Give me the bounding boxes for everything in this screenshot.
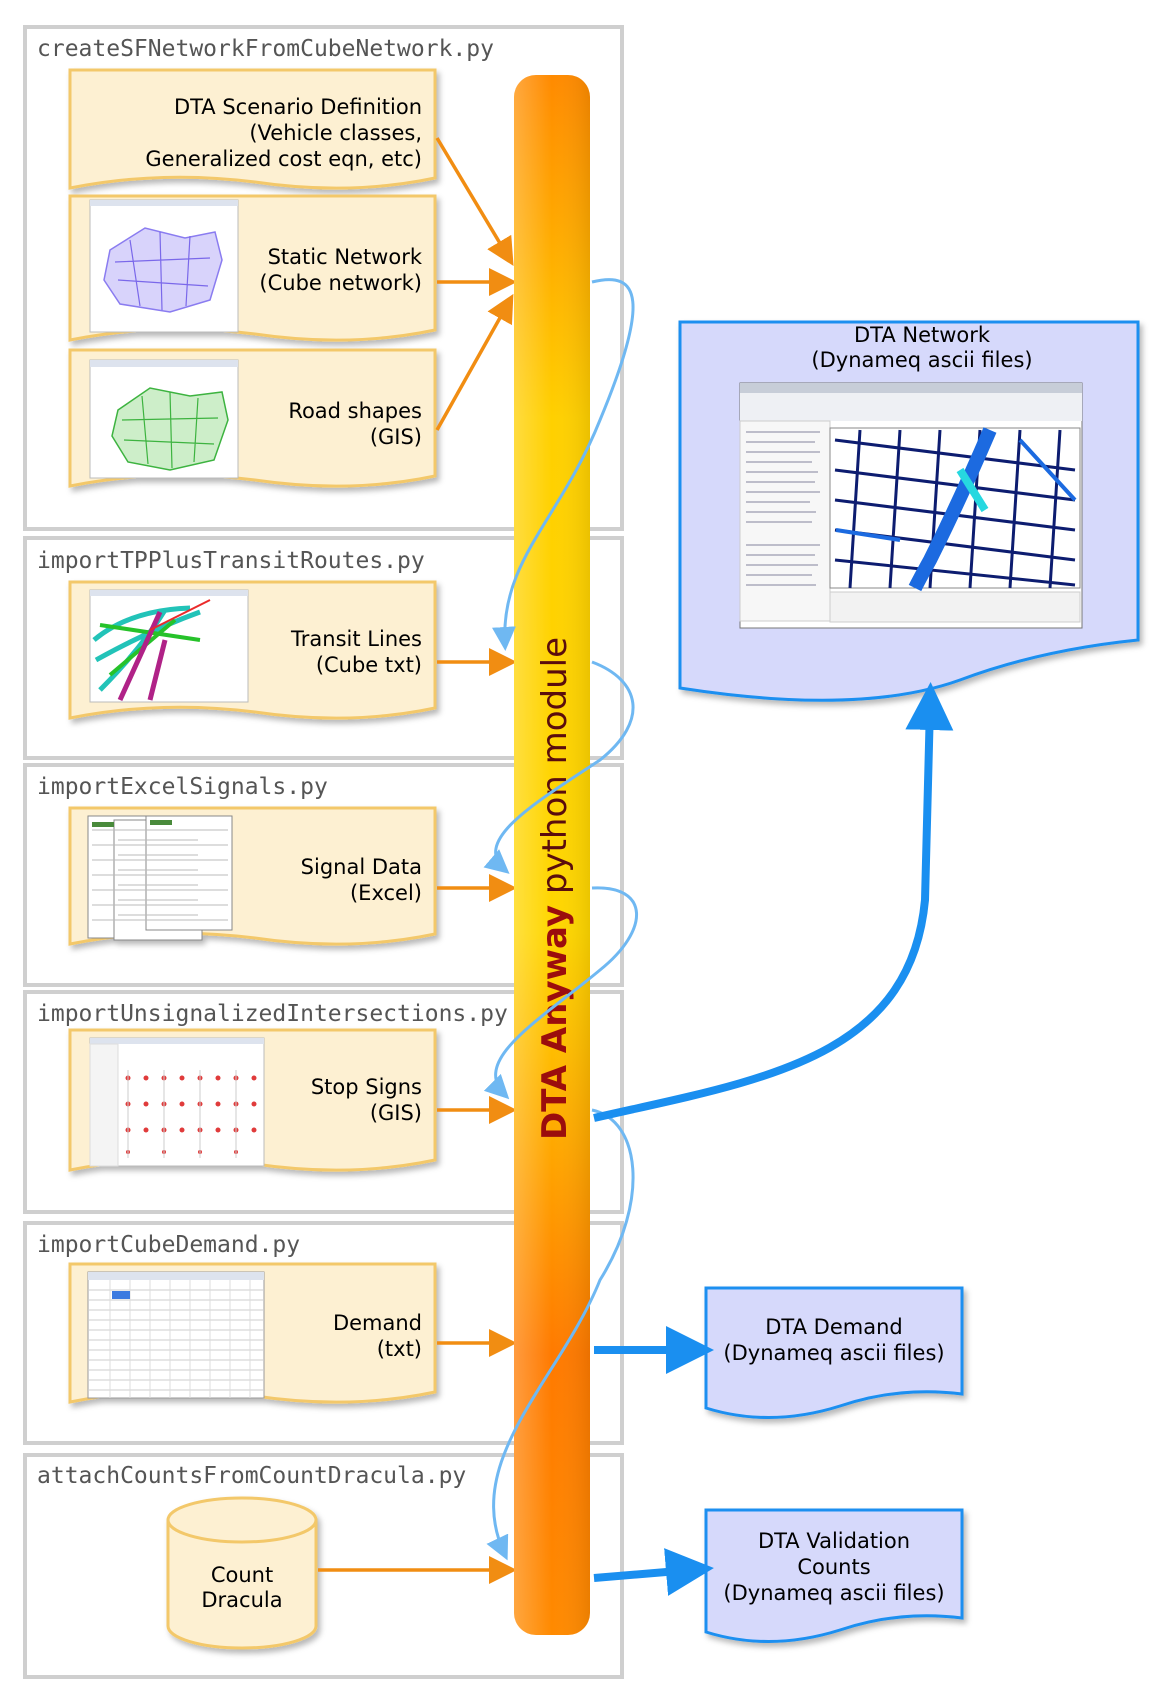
script-name: attachCountsFromCountDracula.py — [37, 1463, 466, 1489]
doc-label-line: Signal Data — [301, 855, 422, 879]
output-label-line: DTA Demand — [765, 1315, 902, 1339]
doc-demand: Demand (txt) — [68, 1262, 437, 1404]
transit-map-thumbnail — [89, 589, 249, 703]
doc-label-line: DTA Scenario Definition — [174, 95, 422, 119]
doc-label-line: (GIS) — [370, 1101, 422, 1125]
output-dta-validation-counts: DTA Validation Counts (Dynameq ascii fil… — [704, 1508, 964, 1643]
arrow-road-shapes — [435, 293, 514, 431]
doc-signal-data: Signal Data (Excel) — [68, 806, 437, 946]
flow-curves — [483, 278, 638, 1561]
output-dta-demand: DTA Demand (Dynameq ascii files) — [704, 1286, 964, 1419]
doc-label-line: Static Network — [268, 245, 423, 269]
doc-label-line: (Vehicle classes, — [249, 121, 422, 145]
doc-transit-lines: Transit Lines (Cube txt) — [68, 580, 437, 720]
script-name: importUnsignalizedIntersections.py — [37, 1001, 508, 1027]
database-count-dracula: Count Dracula — [166, 1496, 318, 1650]
script-name: createSFNetworkFromCubeNetwork.py — [37, 36, 494, 62]
table-thumbnail — [87, 1271, 265, 1399]
doc-label-line: Stop Signs — [311, 1075, 422, 1099]
doc-label-line: (GIS) — [370, 425, 422, 449]
output-label-line: (Dynameq ascii files) — [723, 1341, 944, 1365]
excel-thumbnail — [87, 815, 233, 941]
map-green-thumbnail — [89, 359, 239, 479]
script-name: importExcelSignals.py — [37, 774, 328, 800]
output-dta-network: DTA Network (Dynameq ascii files) — [678, 320, 1140, 702]
doc-road-shapes: Road shapes (GIS) — [68, 348, 437, 488]
output-label-line: (Dynameq ascii files) — [723, 1581, 944, 1605]
flow-curve-4 — [486, 1108, 635, 1561]
output-label-line: (Dynameq ascii files) — [811, 348, 1032, 372]
script-name: importTPPlusTransitRoutes.py — [37, 548, 425, 574]
doc-label-line: Transit Lines — [290, 627, 422, 651]
doc-label-line: (Cube txt) — [316, 653, 422, 677]
stop-signs-thumbnail — [89, 1037, 265, 1167]
output-arrows — [593, 682, 954, 1596]
doc-label-line: Generalized cost eqn, etc) — [145, 147, 422, 171]
flow-curve-3 — [483, 886, 638, 1100]
arrow-to-network — [593, 682, 954, 1122]
input-arrows — [318, 137, 517, 1584]
dynameq-screenshot-thumbnail — [739, 382, 1083, 629]
doc-label-line: (txt) — [377, 1337, 422, 1361]
output-label-line: DTA Validation — [758, 1529, 910, 1553]
database-label-line: Dracula — [201, 1588, 282, 1612]
output-label-line: Counts — [797, 1555, 870, 1579]
database-label-line: Count — [211, 1563, 273, 1587]
module-label: DTA Anyway python module — [535, 637, 575, 1140]
doc-label-line: (Cube network) — [259, 271, 422, 295]
flow-curve-2 — [483, 660, 635, 874]
output-label-line: DTA Network — [854, 323, 991, 347]
doc-label-line: Demand — [333, 1311, 422, 1335]
doc-label-line: Road shapes — [288, 399, 422, 423]
map-purple-thumbnail — [89, 199, 239, 333]
doc-label-line: (Excel) — [350, 881, 422, 905]
doc-scenario-definition: DTA Scenario Definition (Vehicle classes… — [68, 68, 437, 190]
doc-stop-signs: Stop Signs (GIS) — [68, 1028, 437, 1172]
arrow-scenario — [435, 137, 514, 267]
doc-static-network: Static Network (Cube network) — [68, 194, 437, 342]
flow-curve-1 — [491, 278, 635, 651]
module-bar: DTA Anyway python module — [514, 75, 590, 1635]
script-name: importCubeDemand.py — [37, 1232, 300, 1258]
arrow-to-counts — [593, 1548, 714, 1596]
